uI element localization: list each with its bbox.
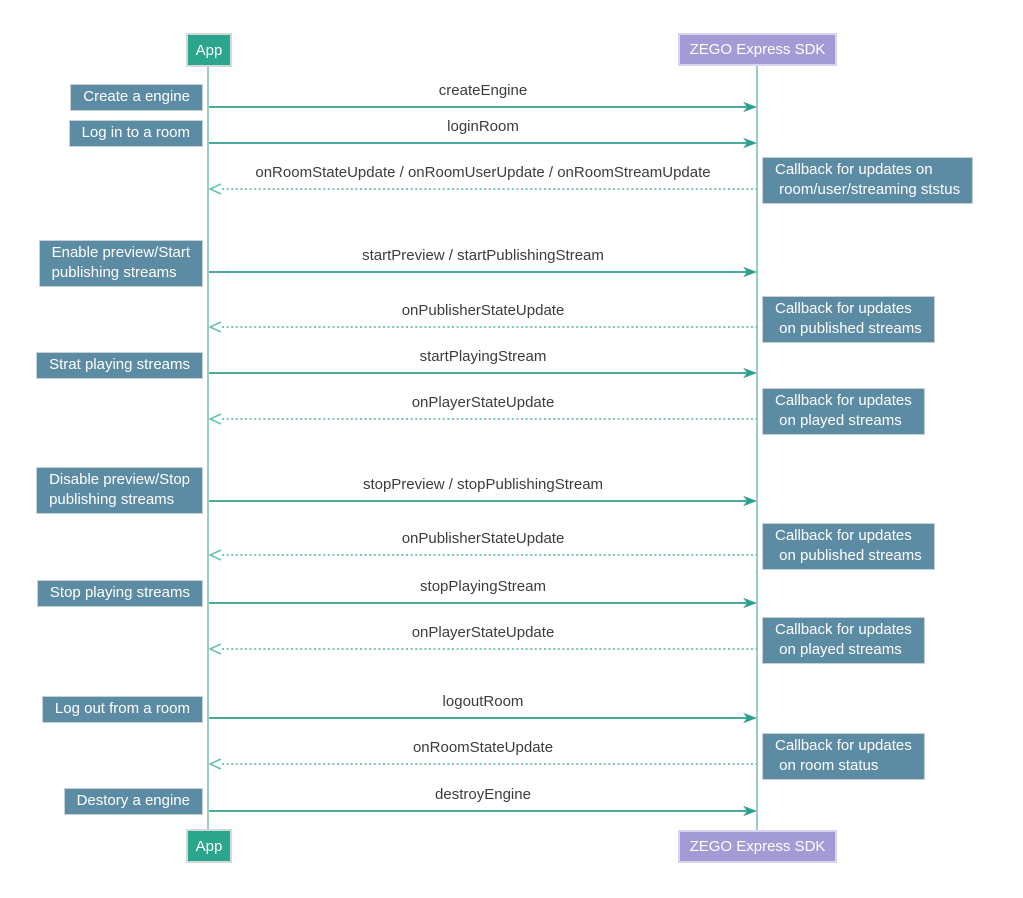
- message-label: loginRoom: [447, 118, 519, 135]
- message-room-state: onRoomStateUpdate: [209, 739, 757, 770]
- message-player-state-2: onPlayerStateUpdate: [209, 624, 757, 655]
- solid-arrow: [209, 137, 757, 149]
- note-callback-published-1: Callback for updates on published stream…: [762, 296, 935, 343]
- message-create-engine: createEngine: [209, 82, 757, 113]
- note-destroy-engine: Destory a engine: [63, 788, 203, 815]
- dashed-arrow: [209, 758, 757, 770]
- open-arrowhead-icon: [209, 413, 222, 425]
- lifeline-app: [207, 66, 209, 831]
- solid-arrow: [209, 266, 757, 278]
- message-label: onPlayerStateUpdate: [411, 624, 555, 641]
- solid-arrowhead-icon: [743, 805, 757, 817]
- open-arrowhead-icon: [209, 758, 222, 770]
- note-logout-room: Log out from a room: [41, 696, 203, 723]
- note-login-room: Log in to a room: [68, 120, 203, 147]
- message-label: stopPreview / stopPublishingStream: [362, 476, 604, 493]
- solid-arrowhead-icon: [743, 101, 757, 113]
- dashed-arrow: [209, 183, 757, 195]
- solid-arrowhead-icon: [743, 597, 757, 609]
- dashed-arrow: [209, 413, 757, 425]
- open-arrowhead-icon: [209, 549, 222, 561]
- solid-arrow: [209, 367, 757, 379]
- solid-arrow: [209, 101, 757, 113]
- solid-arrow: [209, 597, 757, 609]
- open-arrowhead-icon: [209, 643, 222, 655]
- message-label: onPublisherStateUpdate: [401, 302, 565, 319]
- actor-app-bottom: App: [186, 829, 232, 863]
- message-label: startPlayingStream: [419, 348, 547, 365]
- message-room-callbacks: onRoomStateUpdate / onRoomUserUpdate / o…: [209, 164, 757, 195]
- message-label: onRoomStateUpdate: [412, 739, 554, 756]
- solid-arrowhead-icon: [743, 367, 757, 379]
- open-arrowhead-icon: [209, 321, 222, 333]
- note-enable-preview: Enable preview/Start publishing streams: [38, 240, 203, 287]
- note-disable-preview: Disable preview/Stop publishing streams: [36, 467, 203, 514]
- message-label: startPreview / startPublishingStream: [362, 247, 604, 264]
- note-stop-playing: Stop playing streams: [36, 580, 203, 607]
- message-publisher-state-2: onPublisherStateUpdate: [209, 530, 757, 561]
- message-logout-room: logoutRoom: [209, 693, 757, 724]
- message-destroy-engine: destroyEngine: [209, 786, 757, 817]
- message-label: onPublisherStateUpdate: [401, 530, 565, 547]
- actor-sdk-bottom: ZEGO Express SDK: [678, 830, 837, 863]
- solid-arrow: [209, 712, 757, 724]
- message-player-state-1: onPlayerStateUpdate: [209, 394, 757, 425]
- solid-arrowhead-icon: [743, 495, 757, 507]
- note-create-engine: Create a engine: [70, 84, 203, 111]
- actor-app-label: App: [195, 41, 223, 59]
- actor-sdk-label: ZEGO Express SDK: [689, 838, 826, 855]
- message-start-playing: startPlayingStream: [209, 348, 757, 379]
- note-callback-room-status: Callback for updates on room status: [762, 733, 925, 780]
- solid-arrowhead-icon: [743, 137, 757, 149]
- solid-arrow: [209, 495, 757, 507]
- note-callback-published-2: Callback for updates on published stream…: [762, 523, 935, 570]
- note-callback-played-2: Callback for updates on played streams: [762, 617, 925, 664]
- actor-sdk-label: ZEGO Express SDK: [689, 41, 826, 58]
- message-stop-preview-publish: stopPreview / stopPublishingStream: [209, 476, 757, 507]
- actor-app-label: App: [195, 837, 223, 855]
- message-start-preview-publish: startPreview / startPublishingStream: [209, 247, 757, 278]
- dashed-arrow: [209, 549, 757, 561]
- message-label: logoutRoom: [442, 693, 524, 710]
- message-publisher-state-1: onPublisherStateUpdate: [209, 302, 757, 333]
- note-callback-played-1: Callback for updates on played streams: [762, 388, 925, 435]
- message-label: destroyEngine: [435, 786, 531, 803]
- note-start-playing: Strat playing streams: [36, 352, 203, 379]
- actor-sdk-top: ZEGO Express SDK: [678, 33, 837, 66]
- message-login-room: loginRoom: [209, 118, 757, 149]
- actor-app-top: App: [186, 33, 232, 67]
- solid-arrowhead-icon: [743, 266, 757, 278]
- solid-arrow: [209, 805, 757, 817]
- note-callback-room-user-stream: Callback for updates on room/user/stream…: [762, 157, 974, 204]
- solid-arrowhead-icon: [743, 712, 757, 724]
- lifeline-sdk: [756, 66, 758, 831]
- open-arrowhead-icon: [209, 183, 222, 195]
- message-stop-playing: stopPlayingStream: [209, 578, 757, 609]
- message-label: onRoomStateUpdate / onRoomUserUpdate / o…: [255, 164, 711, 181]
- message-label: onPlayerStateUpdate: [411, 394, 555, 411]
- dashed-arrow: [209, 643, 757, 655]
- message-label: stopPlayingStream: [420, 578, 546, 595]
- message-label: createEngine: [438, 82, 528, 99]
- dashed-arrow: [209, 321, 757, 333]
